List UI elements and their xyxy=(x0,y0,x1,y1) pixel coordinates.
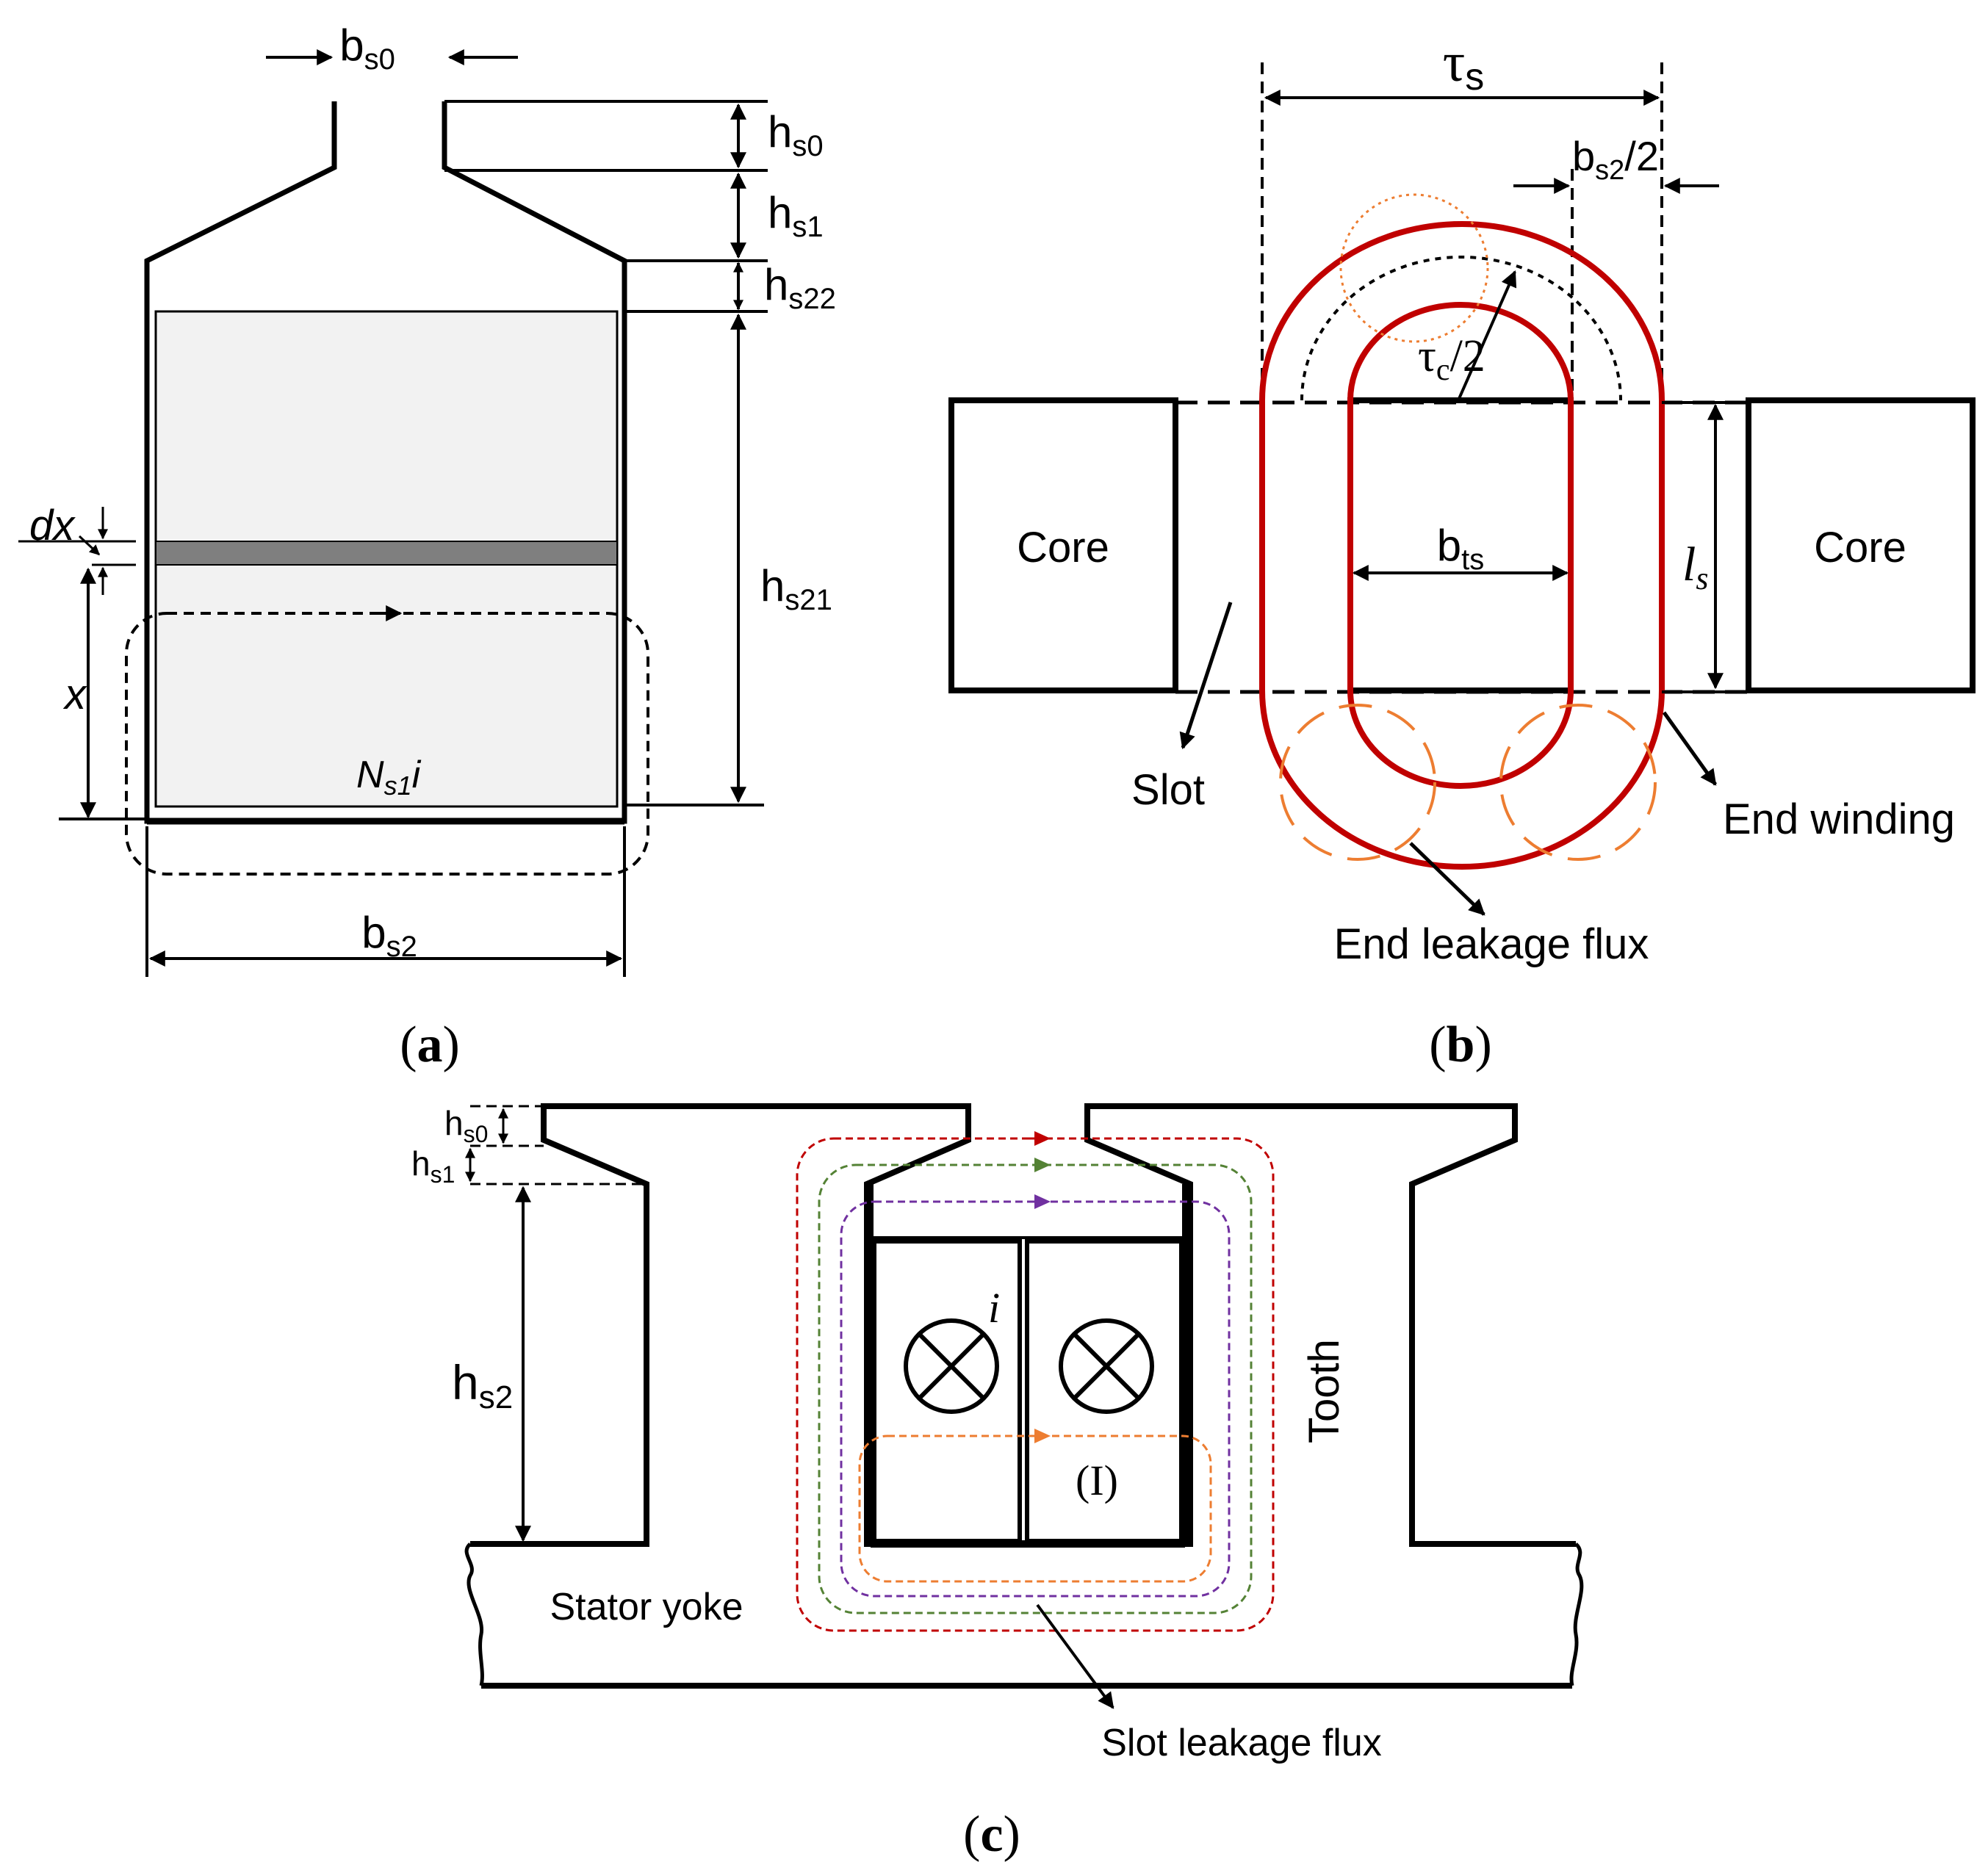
tooth-core xyxy=(1347,397,1574,693)
panel-c: i (I) hs0 hs1 hs2 Tooth Stator yoke Slot… xyxy=(411,1103,1584,1863)
current-label: i xyxy=(988,1284,1000,1332)
ls-label: ls xyxy=(1682,538,1708,596)
bs0-label: bs0 xyxy=(339,21,395,76)
panel-a: bs0 hs0 hs1 hs22 hs21 dx x Ns1i xyxy=(18,21,836,1073)
end-winding-inner xyxy=(1347,302,1574,789)
end-leakage-circle-right xyxy=(1499,704,1657,861)
end-winding-label: End winding xyxy=(1723,795,1955,843)
dx-strip xyxy=(155,541,618,566)
end-leakage-label: End leakage flux xyxy=(1334,920,1649,968)
core-right xyxy=(1746,397,1976,693)
stator-yoke-label: Stator yoke xyxy=(550,1586,743,1628)
hs1-label: hs1 xyxy=(768,188,824,243)
caption-c: (c) xyxy=(963,1806,1020,1863)
region-label: (I) xyxy=(1076,1457,1118,1504)
bs2-half-label: bs2/2 xyxy=(1572,133,1659,186)
stator-outline xyxy=(470,1103,1576,1547)
hs21-label: hs21 xyxy=(760,561,832,616)
hs0-label: hs0 xyxy=(768,107,824,162)
tooth-label: Tooth xyxy=(1300,1339,1348,1443)
hs1-c-label: hs1 xyxy=(411,1144,455,1188)
hs22-label: hs22 xyxy=(764,260,836,315)
caption-b: (b) xyxy=(1429,1017,1492,1073)
end-leakage-circle-left xyxy=(1279,704,1436,861)
hs2-c-label: hs2 xyxy=(452,1355,513,1415)
slot-label: Slot xyxy=(1131,766,1205,814)
current-into-page-icon-right xyxy=(1059,1318,1154,1414)
core-right-label: Core xyxy=(1814,524,1906,571)
hs0-c-label: hs0 xyxy=(444,1104,488,1147)
slot-leakage-label: Slot leakage flux xyxy=(1101,1722,1382,1764)
bs2-label: bs2 xyxy=(361,908,417,963)
tau-c-half-label: τc/2 xyxy=(1418,331,1485,387)
ampere-turns-label: Ns1i xyxy=(356,754,422,801)
bts-label: bts xyxy=(1437,521,1485,576)
tau-s-label: τs xyxy=(1443,32,1485,98)
dx-label: dx xyxy=(29,502,76,549)
x-label: x xyxy=(62,671,87,718)
current-into-page-icon-left xyxy=(904,1318,999,1414)
caption-a: (a) xyxy=(400,1017,460,1073)
panel-b: τs bs2/2 Core Core τc/2 bts ls xyxy=(948,32,1976,1073)
core-left xyxy=(948,397,1178,693)
core-left-label: Core xyxy=(1017,524,1109,571)
